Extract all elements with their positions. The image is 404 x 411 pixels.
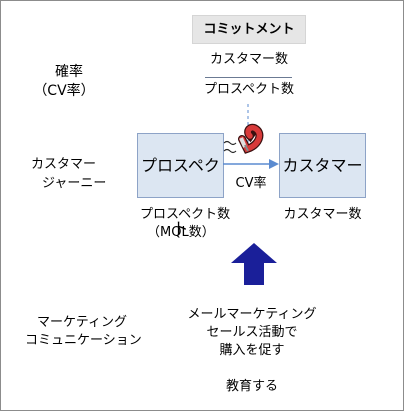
prospect-count-label-2: （MQL数） [147, 225, 215, 240]
customer-box: カスタマー [279, 133, 366, 198]
action-line-2: セールス活動で [206, 325, 298, 340]
row-label-communication-1: マーケティング [37, 315, 127, 330]
cv-rate-label: CV率 [235, 176, 267, 191]
row-label-communication-2: コミュニケーション [25, 333, 142, 348]
row-label-journey-1: カスタマー [31, 157, 97, 172]
prospect-count-label-1: プロスペクト数 [140, 207, 231, 222]
row-label-journey-2: ジャーニー [42, 176, 107, 191]
flow-arrow-head [269, 159, 279, 169]
formula-denominator: プロスペクト数 [203, 82, 295, 97]
formula-numerator: カスタマー数 [209, 52, 288, 67]
row-label-probability-2: （CV率） [33, 83, 95, 99]
action-line-3: 購入を促す [219, 343, 285, 358]
fraction-bar [205, 77, 292, 78]
customer-count-label: カスタマー数 [283, 207, 362, 222]
nurture-label: 教育する [225, 379, 278, 394]
up-arrow [231, 243, 277, 285]
prospect-box: プロスペクト [137, 133, 224, 238]
row-label-probability-1: 確率 [55, 64, 83, 80]
commitment-label: コミットメント [192, 15, 306, 44]
action-line-1: メールマーケティング [187, 307, 317, 322]
magnet-icon [223, 123, 264, 154]
